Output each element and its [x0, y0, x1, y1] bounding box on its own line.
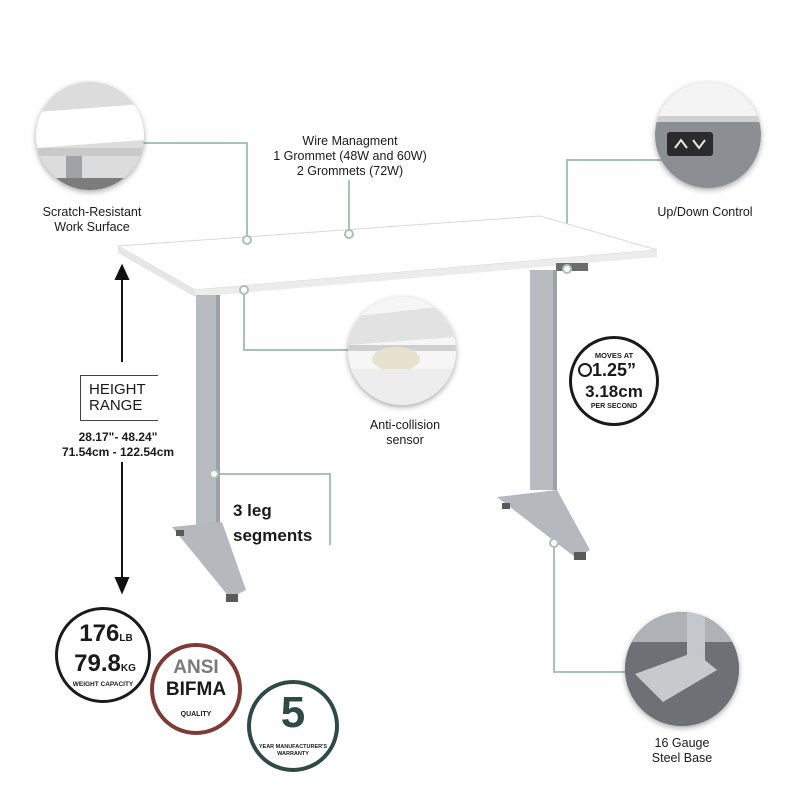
speed-cm: 3.18cm	[585, 382, 643, 401]
ansi-bifma-badge: ANSI BIFMA QUALITY	[150, 643, 242, 735]
ansi-line1: ANSI	[173, 657, 219, 678]
wire-management-label: Wire Managment 1 Grommet (48W and 60W) 2…	[250, 134, 450, 179]
steel-base-detail-image	[625, 612, 739, 726]
height-range-cm: 71.54cm - 122.54cm	[61, 445, 175, 459]
weight-capacity-badge: 176LB 79.8KG WEIGHT CAPACITY	[55, 607, 151, 703]
leader-dot-base	[549, 538, 559, 548]
leader-dot-anticollision	[239, 285, 249, 295]
warranty-caption-line1: YEAR MANUFACTURER'S	[258, 744, 328, 750]
weight-kg-value: 79.8	[74, 650, 121, 677]
down-arrow-icon	[692, 139, 706, 150]
height-range-inches: 28.17"- 48.24"	[78, 430, 158, 444]
anticollision-label: Anti-collision sensor	[369, 418, 441, 447]
wire-management-line2: 2 Grommets (72W)	[296, 164, 404, 178]
speed-inches: 1.25”	[592, 360, 637, 380]
leg-segments-label: 3 leg segments	[233, 501, 313, 545]
weight-capacity-caption: WEIGHT CAPACITY	[72, 681, 134, 688]
surface-label: Scratch-Resistant Work Surface	[42, 205, 142, 234]
surface-detail-image	[36, 82, 144, 190]
height-range-line2: RANGE	[89, 397, 143, 414]
leader-dot-legs	[209, 469, 219, 479]
leader-dot-updown	[562, 264, 572, 274]
weight-kg-unit: KG	[120, 663, 136, 674]
warranty-years: 5	[280, 688, 306, 737]
up-arrow-icon	[674, 138, 688, 149]
ansi-caption: QUALITY	[180, 711, 212, 718]
ansi-line2: BIFMA	[165, 679, 227, 700]
height-range-line1: HEIGHT	[89, 381, 146, 398]
speed-badge: MOVES AT 1.25” 3.18cm PER SECOND	[569, 336, 659, 426]
speed-per-second: PER SECOND	[590, 403, 638, 410]
warranty-caption-line2: WARRANTY	[277, 751, 309, 757]
steel-base-label: 16 Gauge Steel Base	[651, 736, 713, 765]
weight-kg: 79.8KG	[62, 650, 148, 678]
weight-lb: 176LB	[66, 620, 146, 648]
weight-lb-unit: LB	[119, 633, 133, 644]
weight-lb-value: 176	[79, 620, 120, 647]
leader-dot-wire	[344, 229, 354, 239]
leader-dot-surface	[242, 235, 252, 245]
updown-control-label: Up/Down Control	[657, 205, 753, 219]
wire-management-line1: 1 Grommet (48W and 60W)	[273, 149, 427, 163]
warranty-badge: 5 YEAR MANUFACTURER'S WARRANTY	[247, 680, 339, 772]
wire-management-title: Wire Managment	[302, 134, 398, 148]
updown-control-detail-image	[655, 82, 761, 188]
height-range-label: HEIGHT RANGE	[80, 375, 158, 421]
stopwatch-icon	[578, 363, 592, 377]
speed-moves-at: MOVES AT	[594, 351, 634, 360]
anticollision-detail-image	[348, 297, 456, 405]
